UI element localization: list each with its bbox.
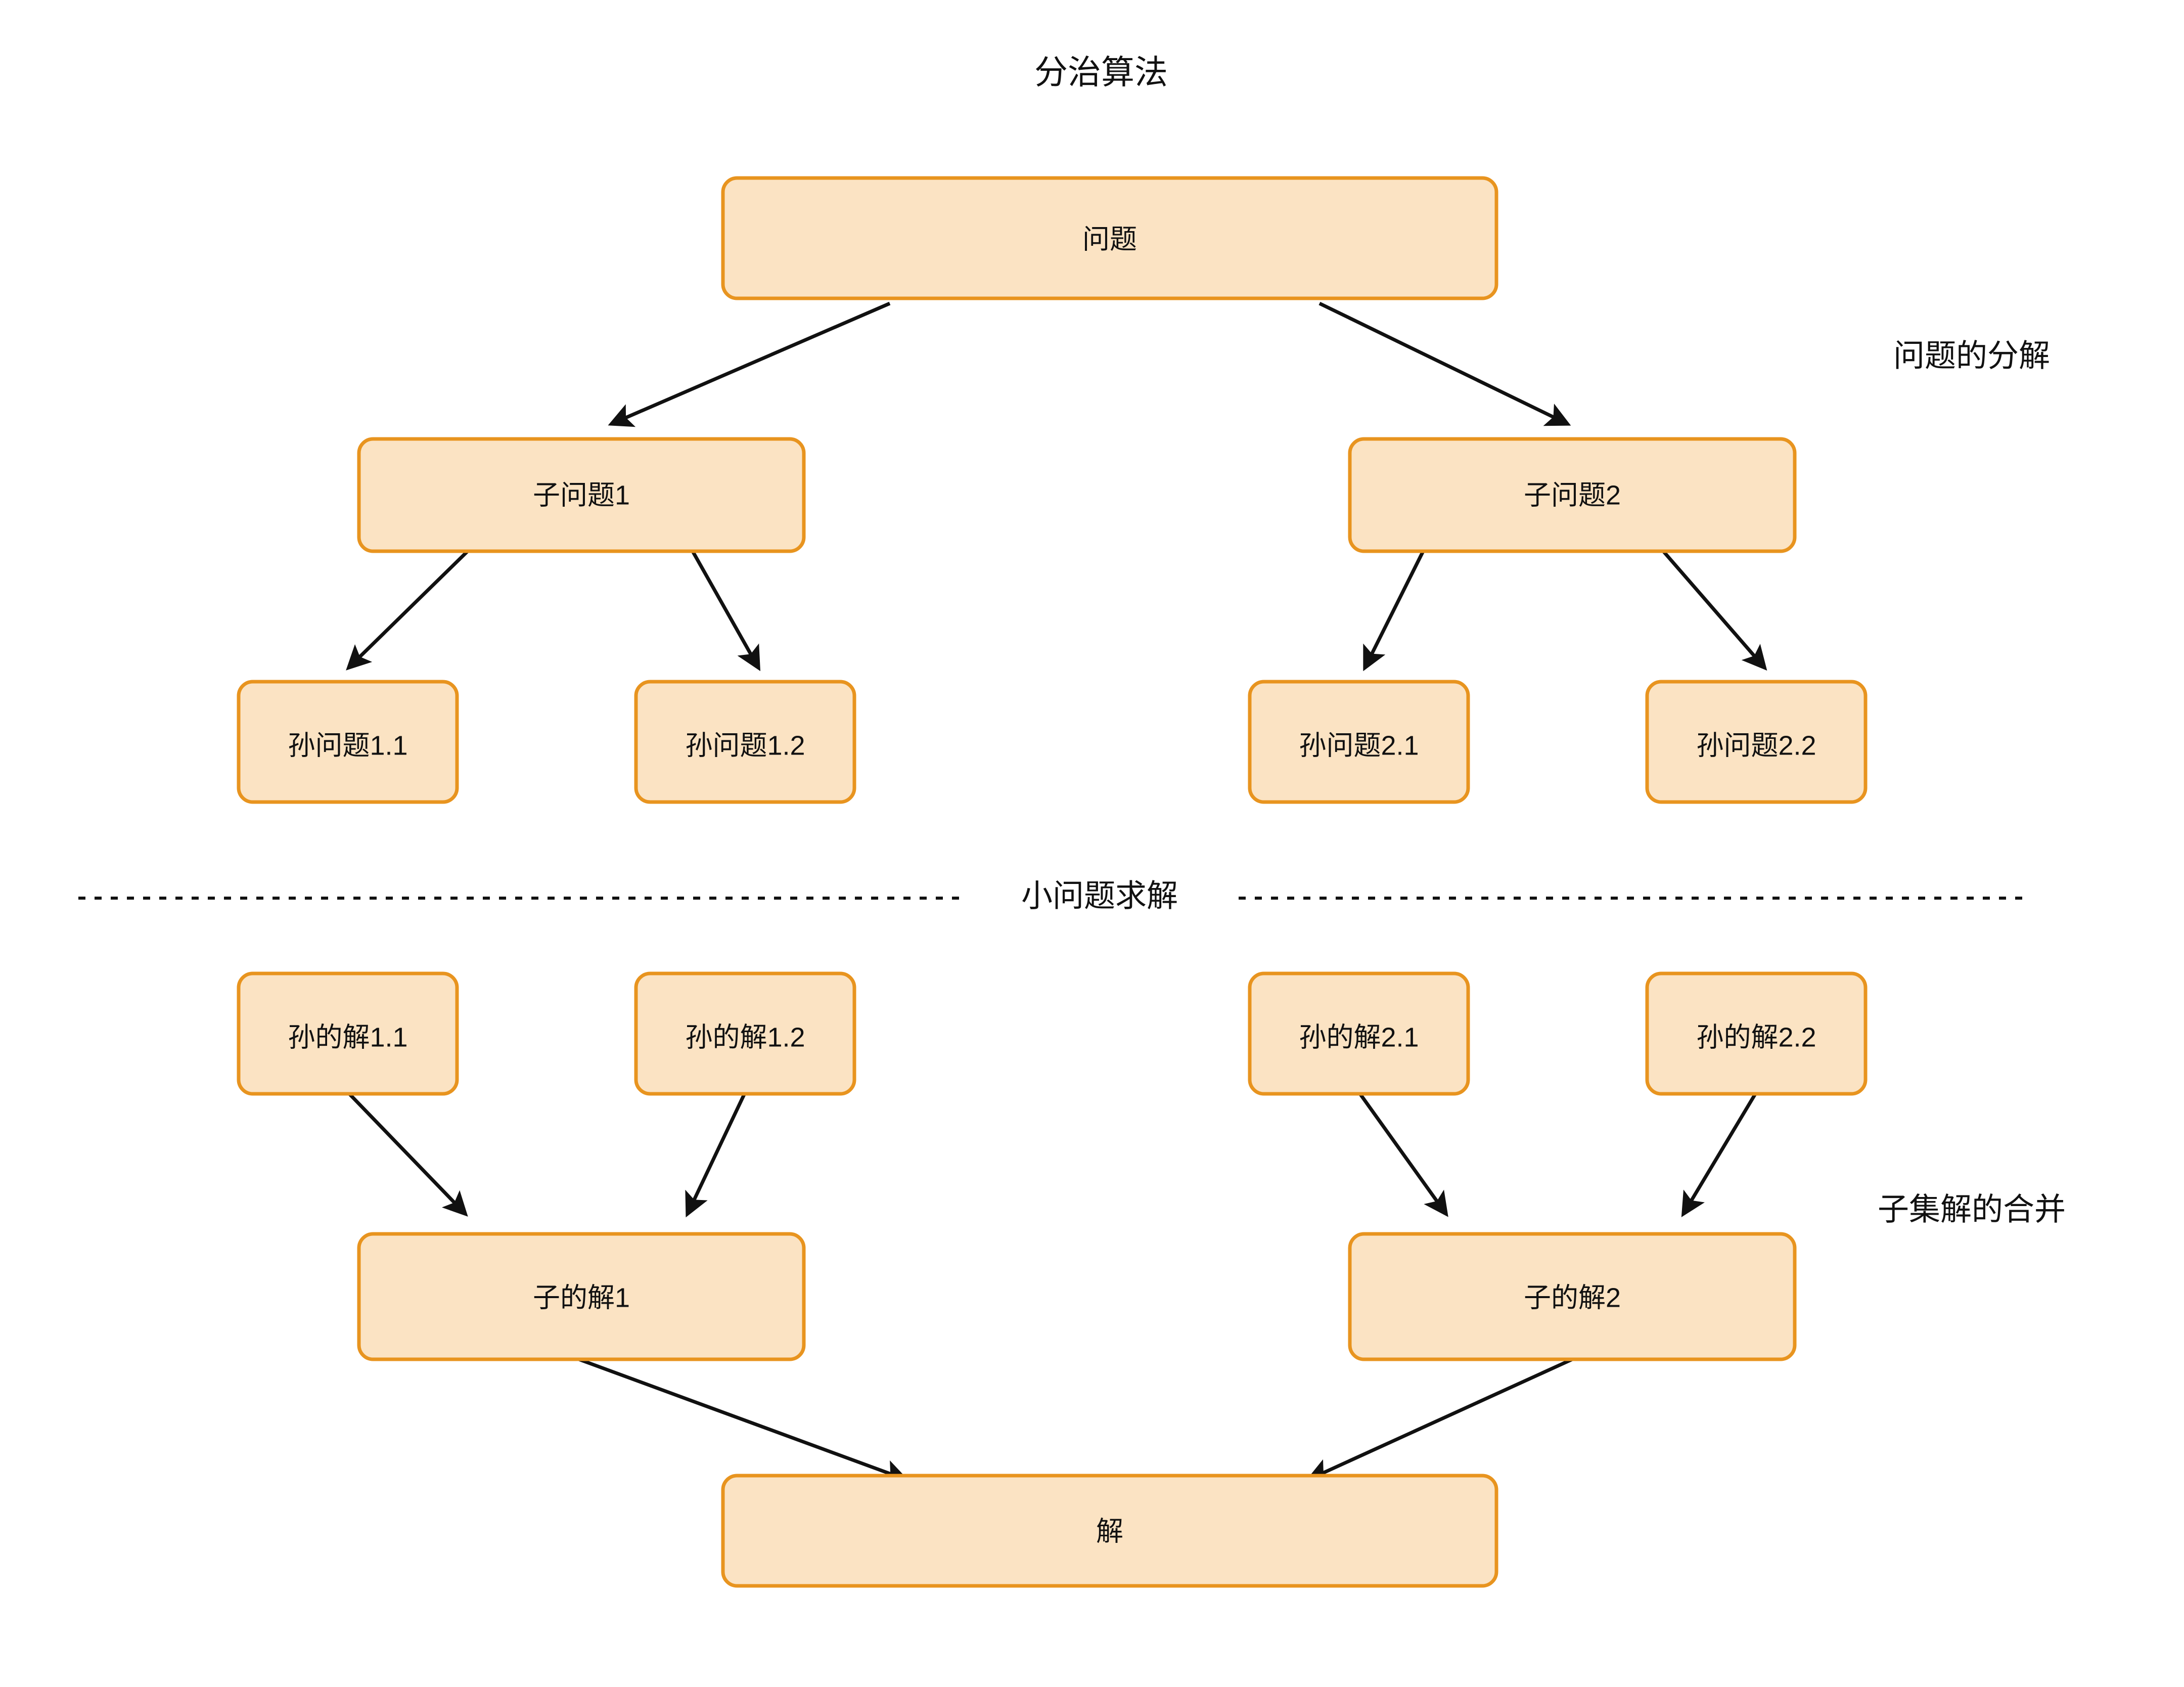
node-grand-problem-1-1-label: 孙问题1.1 [288, 730, 407, 761]
node-grand-problem-2-2-label: 孙问题2.2 [1696, 730, 1816, 761]
node-sub-problem-1-box [357, 437, 806, 553]
node-grand-solution-1-1-box [237, 971, 459, 1096]
edge-sub2-to-grand22 [1662, 550, 1767, 671]
edge-gsol21-to-sub-solution-2 [1357, 1091, 1448, 1217]
node-grand-solution-2-1-box [1248, 971, 1470, 1096]
node-sub-problem-2-label: 子问题2 [1524, 480, 1621, 510]
node-grand-solution-1-2-label: 孙的解1.2 [685, 1022, 805, 1052]
node-grand-problem-2-1-label: 孙问题2.1 [1299, 730, 1419, 761]
node-sub-problem-2-box [1348, 437, 1797, 553]
node-root-problem-box [721, 176, 1498, 300]
node-sub-problem-1-label: 子问题1 [533, 480, 630, 510]
node-sub-solution-1-label: 子的解1 [533, 1282, 630, 1313]
node-root-problem[interactable]: 问题 [721, 176, 1498, 300]
node-grand-solution-2-1-label: 孙的解2.1 [1299, 1022, 1419, 1052]
node-grand-problem-2-1-box [1248, 680, 1470, 804]
node-sub-solution-2[interactable]: 子的解2 [1348, 1232, 1797, 1361]
edge-gsol11-to-sub-solution-1 [346, 1091, 468, 1217]
side-label-merge: 子集解的合并 [1878, 1192, 2066, 1227]
node-sub-solution-2-label: 子的解2 [1524, 1282, 1621, 1313]
page-title: 分治算法 [1034, 53, 1168, 91]
node-grand-problem-1-1-box [237, 680, 459, 804]
node-grand-problem-1-1[interactable]: 孙问题1.1 [237, 680, 459, 804]
node-grand-problem-1-2[interactable]: 孙问题1.2 [634, 680, 856, 804]
edge-gsol12-to-sub-solution-1 [685, 1091, 747, 1218]
node-sub-solution-1[interactable]: 子的解1 [357, 1232, 806, 1361]
node-root-problem-label: 问题 [1082, 224, 1137, 254]
node-grand-solution-1-2[interactable]: 孙的解1.2 [634, 971, 856, 1096]
node-sub-solution-2-box [1348, 1232, 1797, 1361]
node-grand-solution-2-2-box [1645, 971, 1868, 1096]
edge-root-to-sub2 [1318, 301, 1571, 426]
node-grand-problem-1-2-box [634, 680, 856, 804]
node-sub-problem-2[interactable]: 子问题2 [1348, 437, 1797, 553]
edge-sub2-to-grand21 [1363, 550, 1425, 672]
node-sub-problem-1[interactable]: 子问题1 [357, 437, 806, 553]
node-sub-solution-1-box [357, 1232, 806, 1361]
edge-sub1-to-grand11 [346, 550, 469, 671]
edge-sub-solution-2-to-root-solution [1305, 1357, 1573, 1482]
edge-sub-solution-1-to-root-solution [578, 1357, 909, 1484]
node-grand-solution-2-2[interactable]: 孙的解2.2 [1645, 971, 1868, 1096]
node-grand-problem-1-2-label: 孙问题1.2 [685, 730, 805, 761]
node-grand-problem-2-1[interactable]: 孙问题2.1 [1248, 680, 1470, 804]
node-grand-solution-1-2-box [634, 971, 856, 1096]
edge-sub1-to-grand12 [691, 550, 761, 672]
node-grand-solution-1-1-label: 孙的解1.1 [288, 1022, 407, 1052]
side-label-decompose: 问题的分解 [1893, 338, 2050, 373]
node-root-solution[interactable]: 解 [721, 1474, 1498, 1588]
edge-root-to-sub1 [608, 301, 891, 427]
node-grand-problem-2-2-box [1645, 680, 1868, 804]
node-grand-solution-2-1[interactable]: 孙的解2.1 [1248, 971, 1470, 1096]
divider-label: 小问题求解 [1021, 878, 1178, 913]
node-grand-problem-2-2[interactable]: 孙问题2.2 [1645, 680, 1868, 804]
node-root-solution-label: 解 [1096, 1516, 1123, 1546]
node-root-solution-box [721, 1474, 1498, 1588]
node-grand-solution-2-2-label: 孙的解2.2 [1696, 1022, 1816, 1052]
edge-gsol22-to-sub-solution-2 [1681, 1091, 1758, 1218]
node-grand-solution-1-1[interactable]: 孙的解1.1 [237, 971, 459, 1096]
